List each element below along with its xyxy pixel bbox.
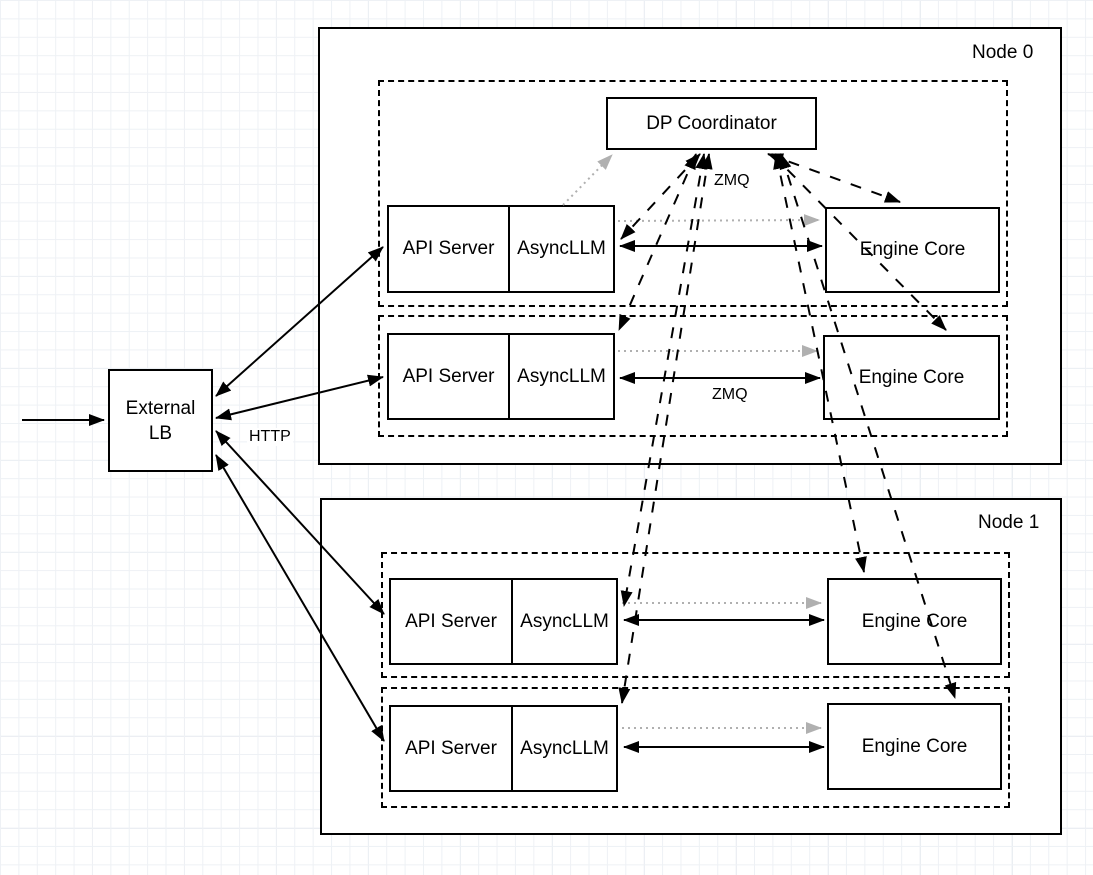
zmq-label-coordinator: ZMQ xyxy=(712,172,752,190)
gray-dotted-arrow-to-coordinator xyxy=(562,154,613,206)
coordinator-asyncllm-dashed-n0r1 xyxy=(620,153,701,240)
api-server-asyncllm-box-n1r1: API Server AsyncLLM xyxy=(389,578,618,665)
coordinator-asyncllm-dashed-n1r2 xyxy=(618,153,713,704)
node0-label: Node 0 xyxy=(972,42,1034,63)
coordinator-engine-dashed-n0r2 xyxy=(771,153,947,331)
asyncllm-cell: AsyncLLM xyxy=(520,610,609,632)
zmq-label-row: ZMQ xyxy=(710,386,750,404)
coordinator-engine-dashed-n1r1 xyxy=(773,153,867,573)
dp-coordinator-box: DP Coordinator xyxy=(606,97,817,150)
api-server-asyncllm-box-n1r2: API Server AsyncLLM xyxy=(389,705,618,792)
lb-api-arrow-n1r1 xyxy=(215,430,385,615)
coordinator-engine-dashed-n1r2 xyxy=(779,153,957,699)
asyncllm-cell: AsyncLLM xyxy=(517,365,606,387)
engine-core-box-n1r2: Engine Core xyxy=(827,703,1002,790)
external-lb-box: External LB xyxy=(108,369,213,472)
lb-api-arrow-n0r1 xyxy=(215,246,384,397)
api-server-cell: API Server xyxy=(391,707,513,790)
api-server-cell: API Server xyxy=(389,335,510,418)
lb-api-arrow-n1r2 xyxy=(215,454,385,742)
asyncllm-cell: AsyncLLM xyxy=(520,737,609,759)
api-server-asyncllm-box-n0r1: API Server AsyncLLM xyxy=(387,205,615,293)
coordinator-asyncllm-dashed-n0r2 xyxy=(618,153,697,331)
api-server-asyncllm-box-n0r2: API Server AsyncLLM xyxy=(387,333,615,420)
lb-api-arrow-n0r2 xyxy=(215,374,384,421)
dp-coordinator-label: DP Coordinator xyxy=(646,112,777,134)
asyncllm-cell: AsyncLLM xyxy=(517,238,606,259)
node1-label: Node 1 xyxy=(978,512,1040,533)
http-label: HTTP xyxy=(247,428,293,446)
api-server-cell: API Server xyxy=(389,207,510,291)
external-lb-label: External LB xyxy=(125,397,196,444)
api-server-cell: API Server xyxy=(391,580,513,663)
gray-dotted-arrow-n0r1 xyxy=(617,214,820,227)
